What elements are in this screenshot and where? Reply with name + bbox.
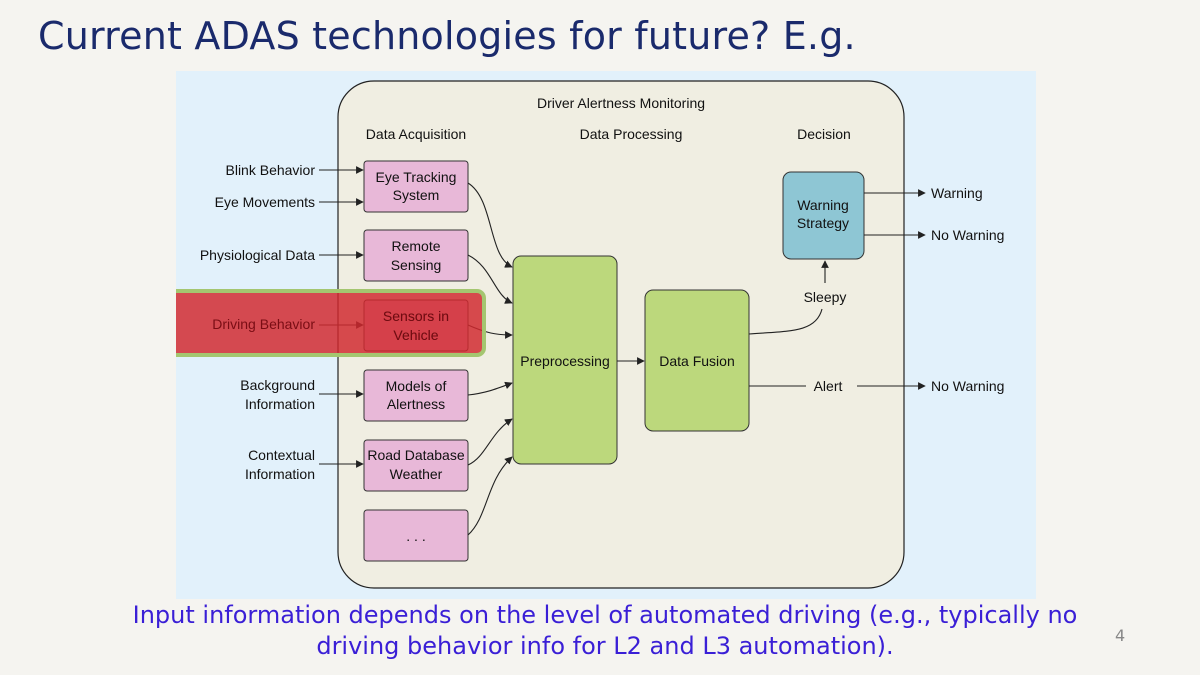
svg-text:Remote: Remote (391, 238, 440, 254)
warning-strategy-label: Warning (797, 197, 849, 213)
input-label: Physiological Data (200, 247, 315, 263)
input-label: Background (240, 377, 315, 393)
input-label-driving-behavior: Driving Behavior (212, 316, 315, 332)
diagram-title: Driver Alertness Monitoring (537, 95, 705, 111)
input-label: Information (245, 396, 315, 412)
output-no-warning-top: No Warning (931, 227, 1004, 243)
source-road-database: Road Database Weather (363, 439, 469, 492)
data-fusion-box (644, 289, 750, 432)
column-header-decision: Decision (797, 126, 851, 142)
source-connector (467, 456, 513, 536)
page-number: 4 (1115, 626, 1126, 645)
source-connector (467, 418, 513, 466)
output-warning: Warning (931, 185, 983, 201)
preprocessing-box (512, 255, 618, 465)
alert-label: Alert (814, 378, 843, 394)
source-connector (467, 182, 513, 268)
source-models-of-alertness: Models of Alertness (363, 369, 469, 422)
warning-strategy-box (782, 171, 865, 260)
caption-line-2: driving behavior info for L2 and L3 auto… (316, 632, 894, 660)
preprocessing-label: Preprocessing (520, 353, 610, 369)
svg-text:Models of: Models of (386, 378, 447, 394)
slide-caption: Input information depends on the level o… (100, 600, 1110, 662)
warning-strategy-label: Strategy (797, 215, 849, 231)
svg-text:Vehicle: Vehicle (393, 327, 438, 343)
svg-text:Eye Tracking: Eye Tracking (376, 169, 457, 185)
column-header-acquisition: Data Acquisition (366, 126, 466, 142)
svg-text:. . .: . . . (406, 528, 425, 544)
svg-text:System: System (393, 187, 440, 203)
figure-panel: Driver Alertness Monitoring Data Acquisi… (164, 71, 1036, 599)
input-label: Contextual (248, 447, 315, 463)
svg-text:Road Database: Road Database (367, 447, 465, 463)
source-connector (467, 381, 513, 396)
svg-text:Sensors in: Sensors in (383, 308, 449, 324)
output-no-warning-bottom: No Warning (931, 378, 1004, 394)
svg-text:Alertness: Alertness (387, 396, 445, 412)
sleepy-label: Sleepy (804, 289, 847, 305)
column-header-processing: Data Processing (580, 126, 683, 142)
data-fusion-label: Data Fusion (659, 353, 734, 369)
slide-title: Current ADAS technologies for future? E.… (38, 14, 856, 58)
svg-text:Sensing: Sensing (391, 257, 442, 273)
source-connector (467, 254, 513, 304)
alertness-diagram: Driver Alertness Monitoring Data Acquisi… (164, 80, 1004, 589)
sleepy-connector (748, 308, 823, 335)
source-more: . . . (363, 509, 469, 562)
highlighted-sensors-text: Sensors in Vehicle (383, 308, 449, 343)
svg-text:Weather: Weather (390, 466, 443, 482)
input-label: Blink Behavior (226, 162, 316, 178)
caption-line-1: Input information depends on the level o… (132, 601, 1078, 629)
source-remote-sensing: Remote Sensing (363, 229, 469, 282)
source-eye-tracking: Eye Tracking System (363, 160, 469, 213)
input-label: Eye Movements (215, 194, 315, 210)
input-label: Information (245, 466, 315, 482)
